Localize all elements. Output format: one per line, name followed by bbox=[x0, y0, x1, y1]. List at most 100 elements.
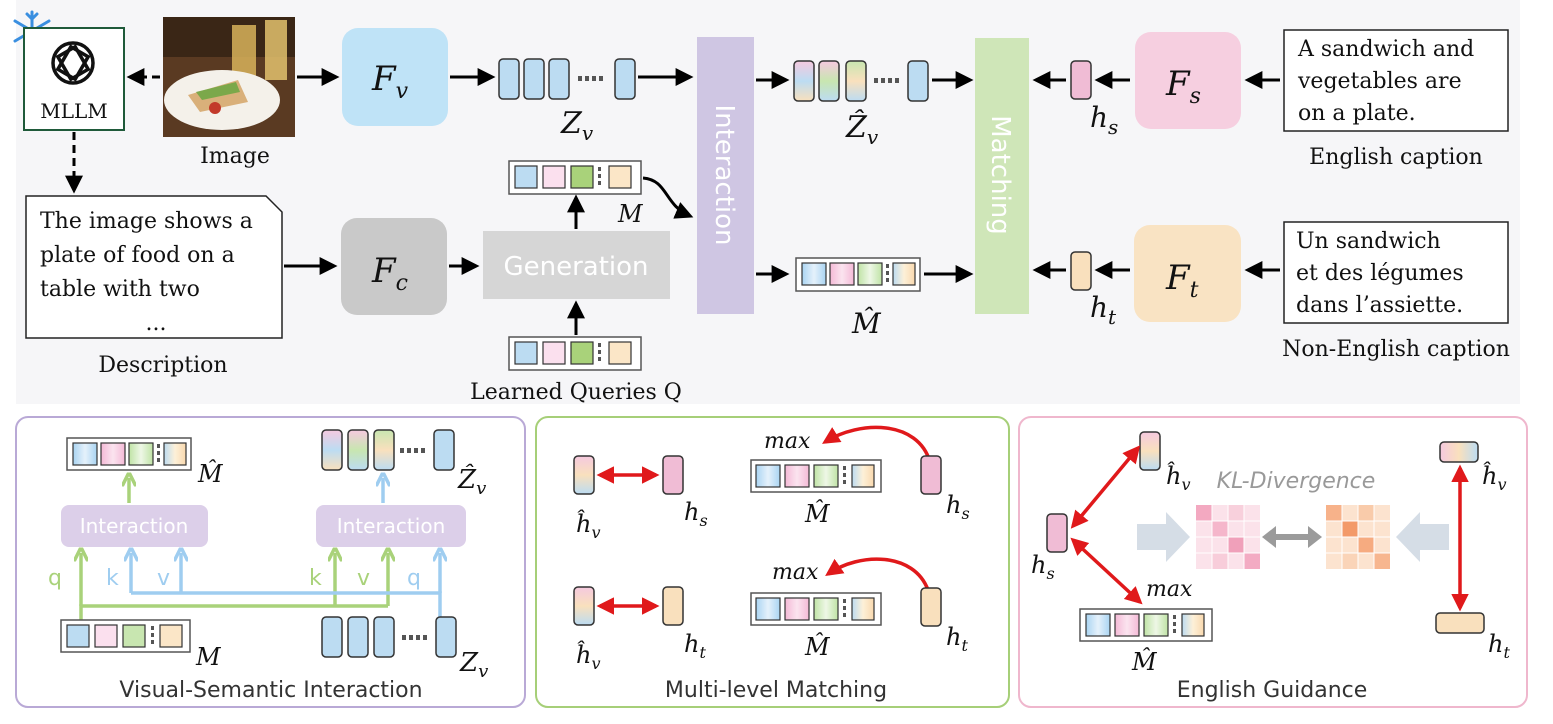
eg-hv-right-label: ĥv bbox=[1482, 461, 1507, 494]
zvhat-label: Ẑv bbox=[845, 109, 879, 149]
image-label: Image bbox=[200, 144, 270, 169]
description-label: Description bbox=[98, 353, 227, 378]
eg-heatmap-english bbox=[1196, 505, 1260, 569]
english-caption-line-1: A sandwich and bbox=[1297, 37, 1474, 62]
non-english-caption-line-1: Un sandwich bbox=[1296, 229, 1441, 254]
description-line-1: The image shows a bbox=[40, 209, 253, 234]
eg-right-gray-arrow bbox=[1396, 512, 1449, 562]
vsi-zvhat-tokens bbox=[321, 429, 455, 471]
vsi-k-left: k bbox=[106, 566, 119, 591]
vsi-v-right: v bbox=[357, 566, 370, 591]
mlm-hv-bottom-token bbox=[573, 586, 595, 626]
non-english-caption-line-2: et des légumes bbox=[1296, 261, 1464, 286]
learned-queries-tokens bbox=[514, 341, 632, 365]
zvhat-tokens bbox=[793, 60, 929, 102]
zv-tokens bbox=[498, 58, 636, 100]
description-line-3: table with two bbox=[40, 277, 200, 302]
eg-kl-label: KL-Divergence bbox=[1217, 469, 1376, 494]
vsi-interaction-left bbox=[61, 505, 208, 547]
non-english-caption-label: Non-English caption bbox=[1282, 337, 1510, 362]
fc-encoder-box bbox=[341, 218, 447, 315]
eg-mhat-label: M̂ bbox=[1131, 648, 1158, 676]
eg-kl-left-head bbox=[1262, 526, 1276, 548]
eg-hs-hv-arrow bbox=[1070, 445, 1141, 529]
mlm-caption: Multi-level Matching bbox=[665, 678, 887, 703]
eg-hs-label: hs bbox=[1031, 551, 1055, 583]
hs-token bbox=[1070, 60, 1092, 100]
interaction-box bbox=[697, 37, 754, 314]
english-caption-line-3: on a plate. bbox=[1298, 101, 1416, 126]
fv-encoder-box bbox=[342, 28, 448, 126]
mhat-tokens bbox=[801, 262, 916, 286]
vsi-interaction-right-label: Interaction bbox=[337, 514, 446, 538]
mlm-hs-left-label: hs bbox=[684, 498, 708, 530]
english-caption-line-2: vegetables are bbox=[1297, 69, 1462, 94]
eg-caption: English Guidance bbox=[1177, 678, 1368, 703]
ft-encoder-box bbox=[1134, 225, 1241, 322]
fs-encoder-box bbox=[1135, 32, 1241, 129]
description-document bbox=[25, 195, 283, 339]
vsi-interaction-left-label: Interaction bbox=[80, 514, 189, 538]
mlm-mhat-bottom-tokens bbox=[755, 597, 875, 621]
interaction-label: Interaction bbox=[709, 104, 739, 245]
mlm-panel bbox=[535, 416, 1010, 708]
english-caption-label: English caption bbox=[1309, 145, 1483, 170]
mhat-label: M̂ bbox=[851, 307, 882, 340]
eg-hv-left-label: ĥv bbox=[1166, 461, 1191, 494]
eg-ht-label: ht bbox=[1488, 630, 1510, 662]
mlm-max-top: max bbox=[764, 429, 811, 454]
eg-kl-right-head bbox=[1308, 526, 1322, 548]
ht-token bbox=[1070, 251, 1092, 291]
vsi-m-label: M bbox=[195, 643, 222, 671]
matching-box bbox=[975, 38, 1029, 314]
eg-left-gray-arrow bbox=[1137, 512, 1190, 562]
eg-ht-token bbox=[1435, 612, 1485, 634]
mlm-hs-right-token bbox=[920, 455, 942, 495]
eg-max-label: max bbox=[1146, 577, 1193, 602]
mlm-hs-left-token bbox=[662, 455, 684, 495]
vsi-zvhat-label: Ẑv bbox=[457, 463, 486, 499]
vsi-k-right: k bbox=[309, 566, 322, 591]
m-to-interaction-arrow bbox=[642, 176, 694, 219]
mlm-ht-right-token bbox=[920, 587, 942, 627]
openai-logo-icon bbox=[51, 41, 95, 85]
eg-hs-token bbox=[1046, 513, 1068, 553]
vsi-zv-label: Zv bbox=[459, 648, 488, 682]
vsi-mhat-tokens bbox=[72, 442, 187, 466]
mlm-ht-left-token bbox=[662, 586, 684, 626]
vsi-mhat-label: M̂ bbox=[197, 460, 224, 488]
mlm-hv-top-label: ĥv bbox=[576, 509, 601, 542]
description-line-4: ... bbox=[146, 311, 167, 336]
mlm-mhat-top-label: M̂ bbox=[804, 500, 831, 528]
non-english-caption-line-3: dans l’assiette. bbox=[1296, 293, 1463, 318]
fs-label: Fs bbox=[1165, 64, 1201, 109]
vsi-q-right: q bbox=[407, 566, 421, 591]
vsi-m-tokens bbox=[66, 624, 183, 648]
learned-queries-label: Learned Queries Q bbox=[470, 380, 682, 405]
mlm-ht-right-label: ht bbox=[946, 623, 968, 655]
non-english-caption-box bbox=[1283, 221, 1509, 324]
vsi-caption: Visual-Semantic Interaction bbox=[119, 678, 422, 703]
mlm-mhat-top-tokens bbox=[755, 464, 875, 488]
fv-label: Fv bbox=[371, 59, 409, 104]
eg-hv-right-token bbox=[1439, 441, 1479, 463]
mllm-label: MLLM bbox=[40, 99, 108, 123]
description-line-2: plate of food on a bbox=[40, 243, 235, 268]
matching-label: Matching bbox=[985, 115, 1015, 235]
mlm-hs-right-label: hs bbox=[946, 491, 970, 523]
generation-label: Generation bbox=[503, 252, 648, 282]
m-label: M bbox=[617, 200, 644, 228]
english-caption-box bbox=[1283, 29, 1509, 132]
mlm-mhat-bottom-label: M̂ bbox=[804, 633, 831, 661]
vsi-zv-tokens bbox=[321, 616, 457, 658]
mlm-hv-bottom-label: ĥv bbox=[576, 640, 601, 673]
mlm-ht-left-label: ht bbox=[684, 630, 706, 662]
fc-label: Fc bbox=[371, 251, 408, 296]
eg-mhat-tokens bbox=[1085, 613, 1205, 637]
ht-label: ht bbox=[1090, 291, 1117, 329]
mlm-max-top-arrow bbox=[822, 425, 932, 463]
generation-box bbox=[483, 231, 670, 299]
ft-label: Ft bbox=[1165, 258, 1199, 303]
hs-label: hs bbox=[1090, 101, 1118, 139]
